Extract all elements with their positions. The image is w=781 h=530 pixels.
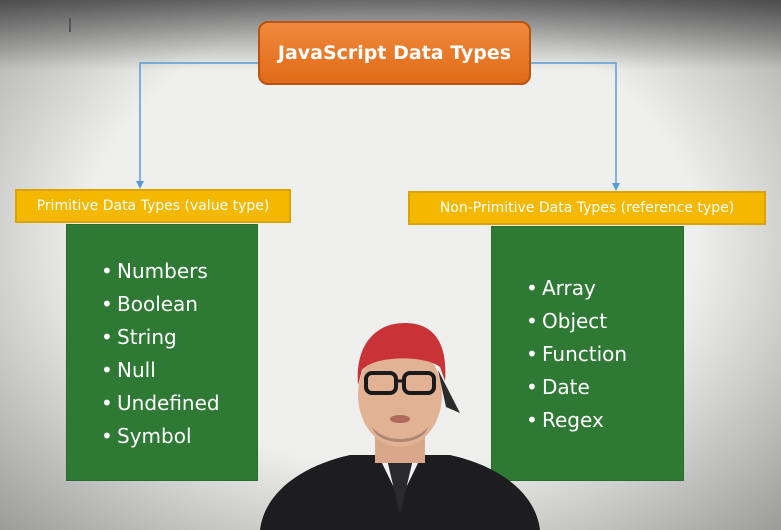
connector-left [139, 62, 258, 187]
list-item: •Undefined [101, 391, 220, 415]
non-primitive-types-list: •Array •Object •Function •Date •Regex [526, 272, 627, 437]
connector-right [531, 62, 617, 189]
primitive-types-box: •Numbers •Boolean •String •Null •Undefin… [66, 224, 258, 481]
list-item: •Array [526, 276, 596, 300]
primitive-types-list: •Numbers •Boolean •String •Null •Undefin… [101, 255, 220, 453]
presenter-image [260, 323, 540, 530]
text-cursor [69, 18, 71, 32]
list-item: •Regex [526, 408, 604, 432]
primitive-header: Primitive Data Types (value type) [15, 189, 291, 223]
list-item: •String [101, 325, 177, 349]
list-item: •Boolean [101, 292, 198, 316]
non-primitive-types-box: •Array •Object •Function •Date •Regex [491, 226, 684, 481]
list-item: •Symbol [101, 424, 192, 448]
connector-left-arrow [136, 181, 144, 189]
non-primitive-header: Non-Primitive Data Types (reference type… [408, 191, 766, 225]
connector-right-arrow [612, 183, 620, 191]
list-item: •Date [526, 375, 590, 399]
diagram-title: JavaScript Data Types [258, 21, 531, 85]
list-item: •Object [526, 309, 608, 333]
list-item: •Function [526, 342, 628, 366]
list-item: •Null [101, 358, 156, 382]
list-item: •Numbers [101, 259, 208, 283]
